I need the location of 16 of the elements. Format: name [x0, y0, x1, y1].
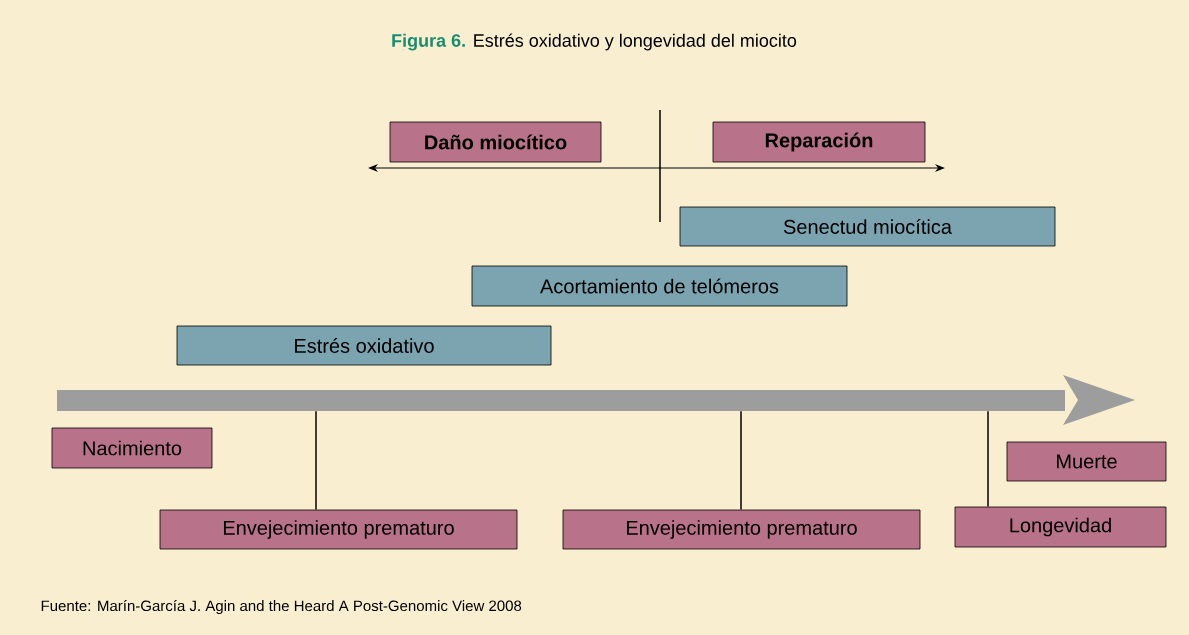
process-bar: Acortamiento de telómeros — [471, 265, 848, 307]
label-box: Daño miocítico — [389, 121, 602, 163]
timeline-arrow — [57, 375, 1135, 425]
label-box: Nacimiento — [51, 427, 213, 469]
label-box: Reparación — [712, 121, 926, 163]
process-bar: Estrés oxidativo — [176, 325, 552, 366]
connector-line — [740, 410, 742, 511]
label-box: Envejecimiento prematuro — [562, 509, 921, 550]
label-box: Longevidad — [954, 506, 1167, 548]
title: Figura 6. Estrés oxidativo y longevidad del miocito — [392, 33, 797, 51]
connector-line — [987, 410, 989, 508]
process-bar: Senectud miocítica — [679, 206, 1056, 247]
source-note: Fuente: Marín-García J. Agin and the Heard A Post-Genomic View 2008 — [41, 599, 522, 615]
label-box: Muerte — [1006, 441, 1167, 482]
connector-line — [315, 410, 317, 511]
label-box: Envejecimiento prematuro — [159, 509, 518, 550]
